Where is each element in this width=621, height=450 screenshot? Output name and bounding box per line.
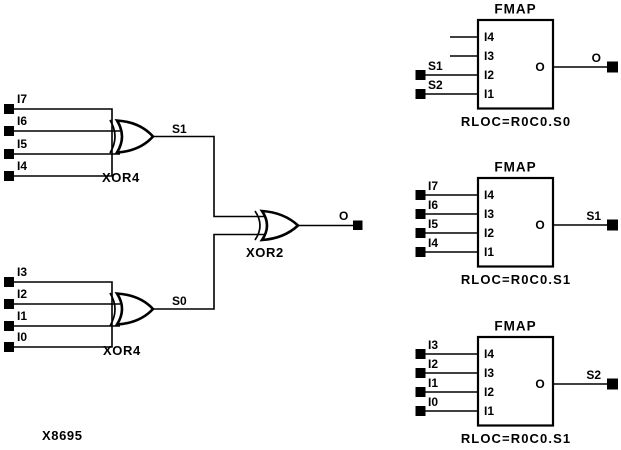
xor4-bottom-gate: I3 I2 I1 I0 XOR4 xyxy=(4,265,155,358)
input-pad-square xyxy=(415,387,426,397)
output-pin-label: O xyxy=(535,377,544,391)
output-pad-square xyxy=(353,220,363,230)
input-pad-square xyxy=(415,228,426,238)
xor-input-arc xyxy=(109,119,116,154)
net-label: I3 xyxy=(428,338,438,352)
xor2-gate: XOR2 O xyxy=(246,209,363,260)
input-pad-square xyxy=(4,299,14,309)
intermediate-nets: S1 S0 xyxy=(153,122,264,310)
net-label: O xyxy=(592,51,601,65)
figure-number: X8695 xyxy=(42,428,83,443)
xor-gate-shape xyxy=(114,119,155,154)
net-label: I7 xyxy=(428,179,438,193)
fmap-block-1: FMAP I7 I6 I5 I4 I4 I3 I2 I1 O S1 RLOC=R… xyxy=(415,160,618,287)
pin-label: I4 xyxy=(484,347,494,361)
input-pad-square xyxy=(4,149,14,159)
input-wires xyxy=(14,108,120,177)
input-wires xyxy=(425,74,478,95)
input-pad-square xyxy=(4,126,14,136)
fmap-title: FMAP xyxy=(494,319,536,334)
net-label: I4 xyxy=(17,159,27,173)
input-pad-square xyxy=(415,247,426,257)
net-label: S1 xyxy=(172,122,187,136)
output-pad-square xyxy=(607,61,618,73)
rloc-label: RLOC=R0C0.S1 xyxy=(461,272,571,287)
pin-label: I2 xyxy=(484,385,494,399)
xor4-top-gate: I7 I6 I5 I4 XOR4 xyxy=(4,92,155,185)
output-pin-label: O xyxy=(535,218,544,232)
input-wires xyxy=(425,353,478,412)
s0-net-wire xyxy=(153,233,264,310)
net-label: O xyxy=(339,209,348,223)
pin-label: I4 xyxy=(484,188,494,202)
input-pad-square xyxy=(415,209,426,219)
gate-type-label: XOR4 xyxy=(102,170,140,185)
input-pad-square xyxy=(415,368,426,378)
fmap-box xyxy=(476,335,555,427)
pin-label: I1 xyxy=(484,245,494,259)
unconnected-pin-stubs xyxy=(450,36,478,57)
net-label: I5 xyxy=(428,217,438,231)
pin-label: I3 xyxy=(484,49,494,63)
input-pad-square xyxy=(415,70,426,80)
pin-label: I3 xyxy=(484,366,494,380)
output-pad-square xyxy=(607,219,618,231)
pin-label: I2 xyxy=(484,68,494,82)
xor-input-arc xyxy=(254,210,261,241)
fmap-box xyxy=(476,18,555,110)
net-label: I7 xyxy=(17,92,27,106)
fmap-block-0: FMAP S1 S2 I4 I3 I2 I1 O O RLOC=R0C0.S0 xyxy=(415,2,618,129)
pin-label: I1 xyxy=(484,404,494,418)
fmap-title: FMAP xyxy=(494,160,536,175)
net-label: I3 xyxy=(17,265,27,279)
input-pad-square xyxy=(415,190,426,200)
net-label: I1 xyxy=(428,376,438,390)
fmap-box xyxy=(476,176,555,268)
input-pad-square xyxy=(415,406,426,416)
output-pin-label: O xyxy=(535,60,544,74)
input-wires xyxy=(14,281,120,348)
fmap-title: FMAP xyxy=(494,2,536,17)
xor-input-arc xyxy=(109,292,116,327)
net-label: I2 xyxy=(428,357,438,371)
rloc-label: RLOC=R0C0.S0 xyxy=(461,114,571,129)
net-label: I4 xyxy=(428,236,438,250)
xor-gate-shape xyxy=(114,292,155,326)
input-pad-square xyxy=(4,171,14,181)
pin-label: I4 xyxy=(484,30,494,44)
input-pad-square xyxy=(4,277,14,287)
gate-type-label: XOR4 xyxy=(103,343,141,358)
pin-label: I1 xyxy=(484,87,494,101)
net-label: S0 xyxy=(172,294,187,308)
input-wires xyxy=(425,194,478,253)
net-label: I1 xyxy=(17,309,27,323)
net-label: S1 xyxy=(428,59,443,73)
net-label: I0 xyxy=(428,395,438,409)
s1-net-wire xyxy=(153,135,264,218)
input-pad-square xyxy=(4,321,14,331)
net-label: I6 xyxy=(17,114,27,128)
net-label: I0 xyxy=(17,330,27,344)
input-pad-square xyxy=(4,104,14,114)
input-pad-square xyxy=(415,349,426,359)
net-label: S2 xyxy=(586,368,601,382)
rloc-label: RLOC=R0C0.S1 xyxy=(461,431,571,446)
input-pad-square xyxy=(4,342,14,352)
fmap-block-2: FMAP I3 I2 I1 I0 I4 I3 I2 I1 O S2 RLOC=R… xyxy=(415,319,618,446)
net-label: I5 xyxy=(17,137,27,151)
pin-label: I3 xyxy=(484,207,494,221)
net-label: S2 xyxy=(428,78,443,92)
output-pad-square xyxy=(607,378,618,390)
gate-type-label: XOR2 xyxy=(246,245,284,260)
net-label: I6 xyxy=(428,198,438,212)
pin-label: I2 xyxy=(484,226,494,240)
net-label: S1 xyxy=(586,209,601,223)
input-pad-square xyxy=(415,89,426,99)
xor-gate-shape xyxy=(259,209,300,242)
net-label: I2 xyxy=(17,287,27,301)
